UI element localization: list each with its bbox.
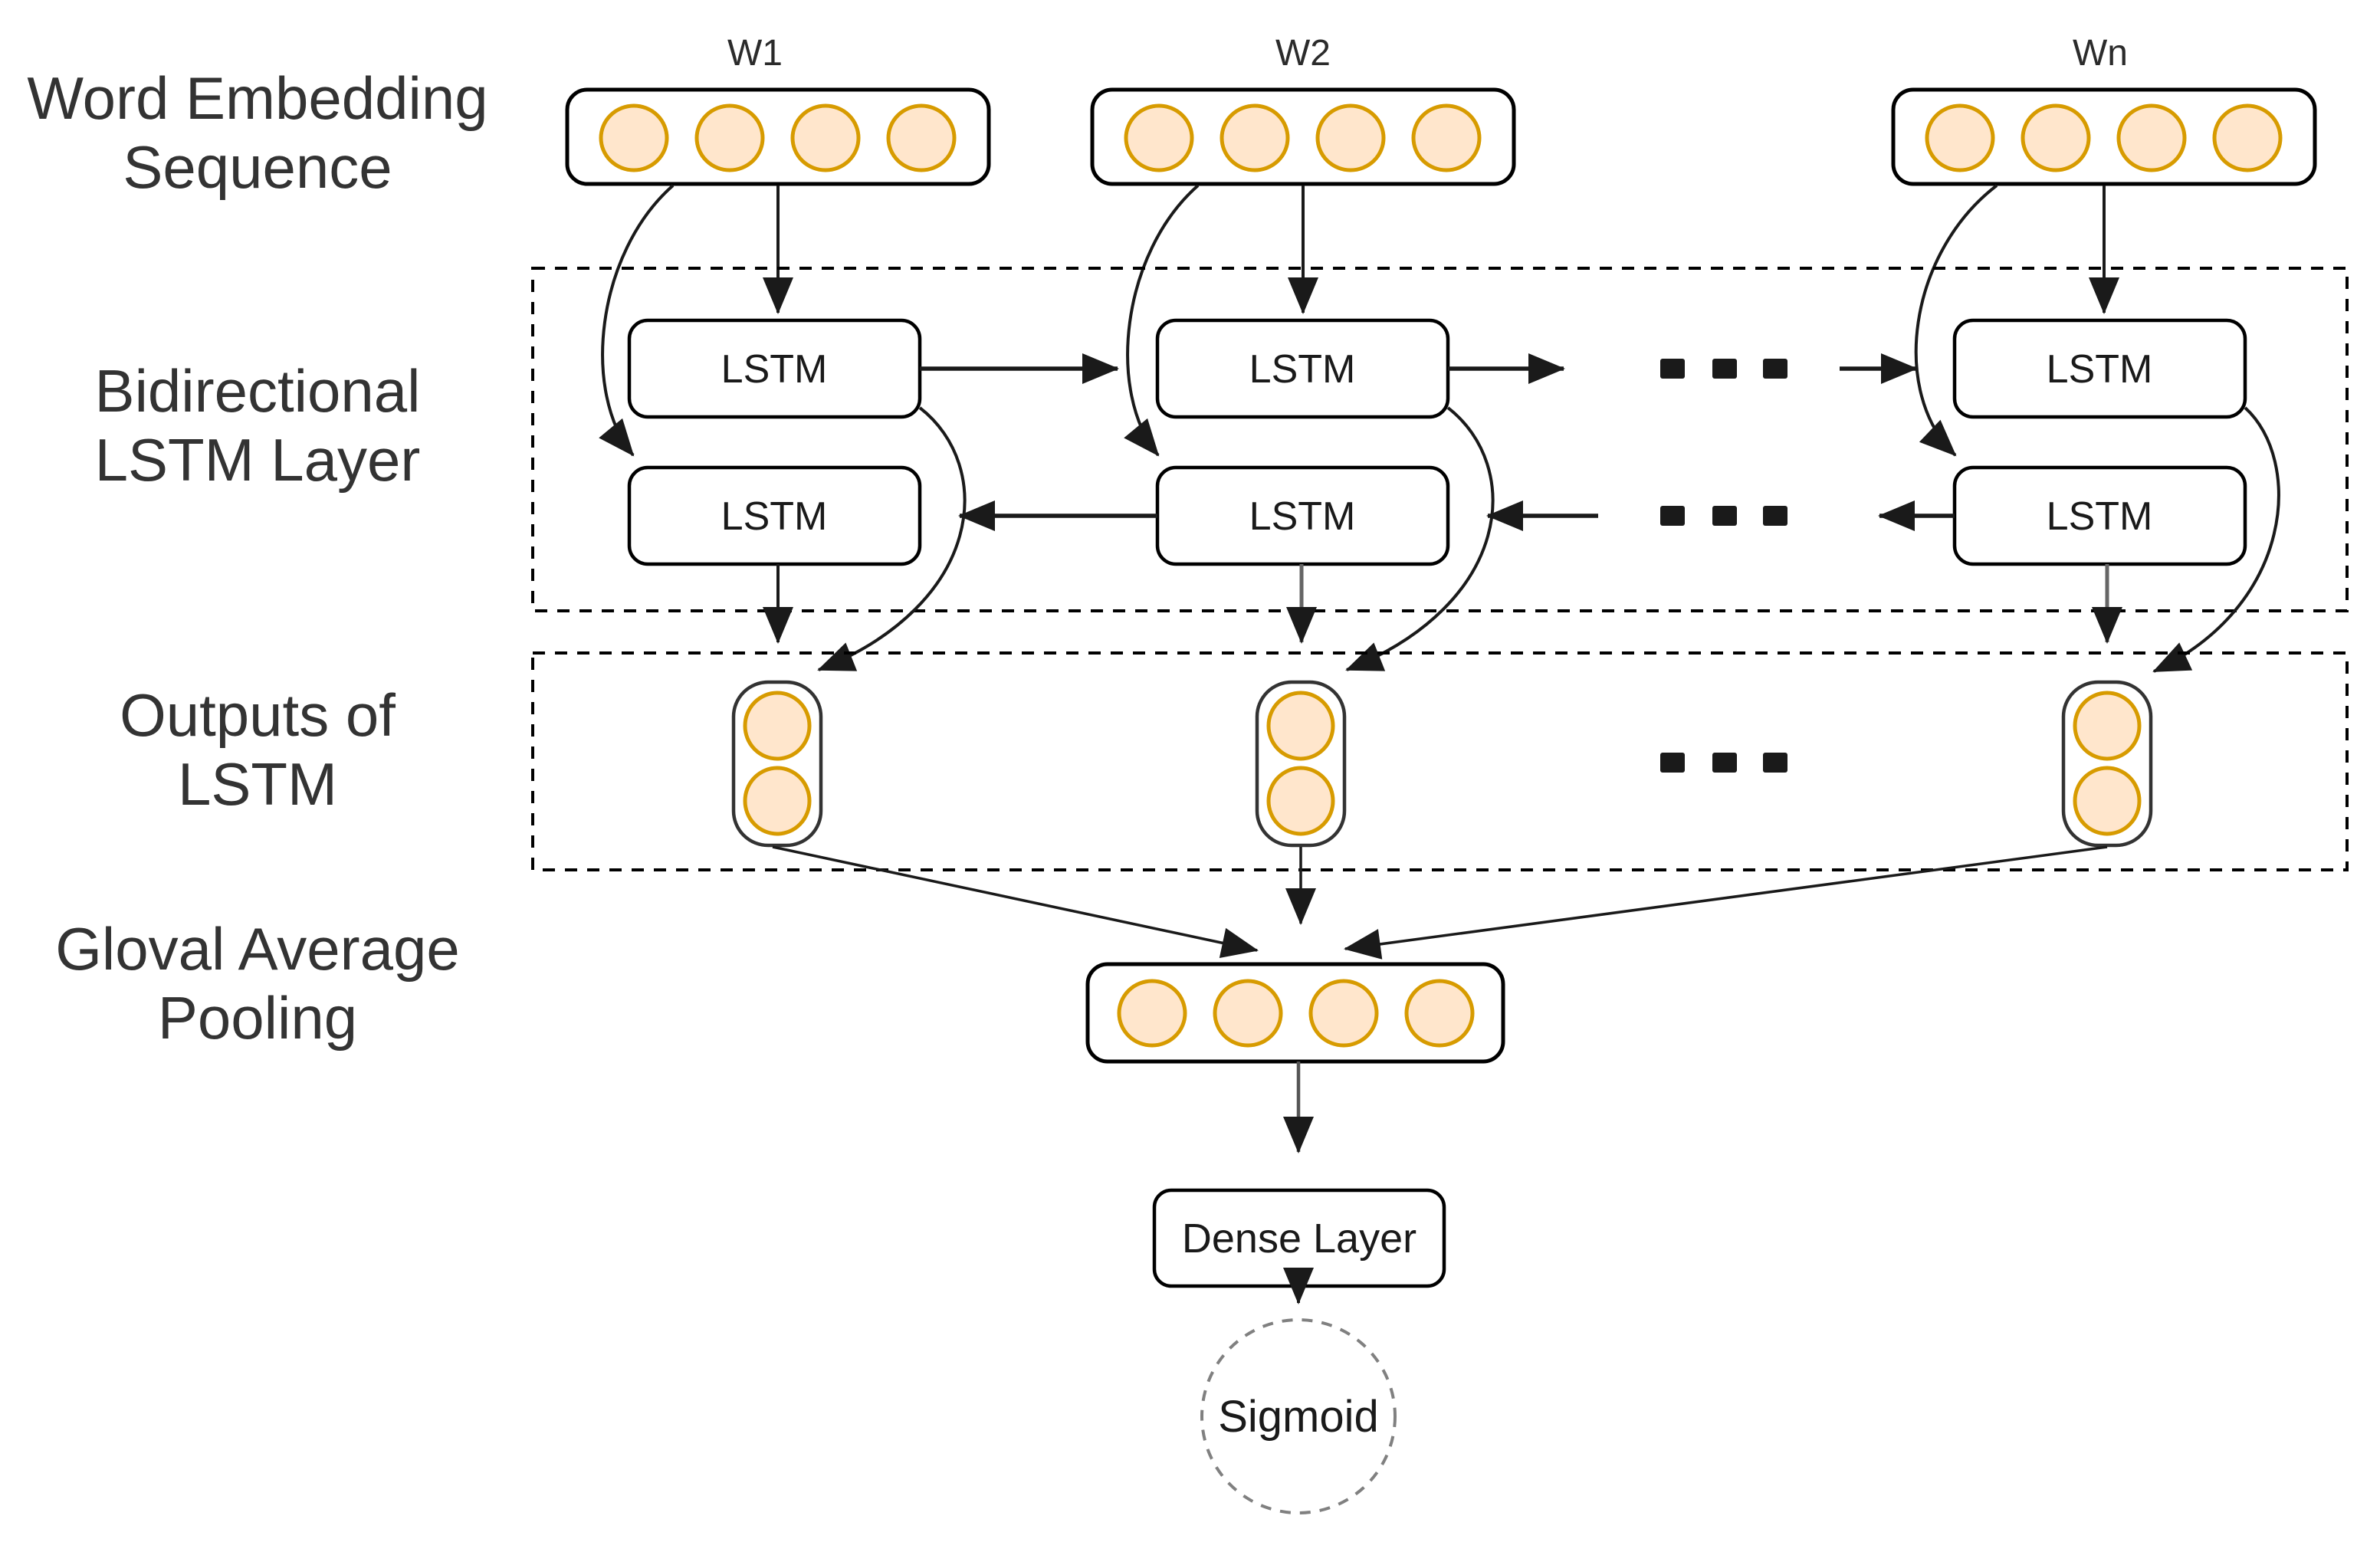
curve-flstm1-to-output1 — [817, 406, 967, 671]
ellipsis-dot — [1763, 753, 1787, 773]
edges-embedding-to-backward — [599, 184, 1998, 457]
embedding-box-wn — [1891, 87, 2317, 186]
label-pooling-line1: Gloval Average — [55, 915, 460, 983]
dense-label: Dense Layer — [1182, 1216, 1417, 1262]
embedding-cell — [886, 103, 957, 172]
label-outputs-line1: Outputs of — [120, 681, 396, 749]
label-pooling-line2: Pooling — [158, 984, 357, 1052]
bidirectional-lstm-layer: LSTM LSTM LSTM LSTM LSTM LSTM — [531, 267, 2349, 612]
curve-flstm2-to-output2 — [1345, 406, 1495, 671]
ellipsis-icon — [1660, 359, 1787, 379]
lstm-label: LSTM — [2047, 494, 2153, 539]
curve-flstmn-to-outputn — [2152, 406, 2280, 673]
curve-w2-to-blstm2 — [1124, 184, 1200, 457]
arrow-outputn-to-pooling — [1344, 845, 2108, 960]
output-cell — [743, 691, 812, 761]
embedding-cell — [694, 103, 765, 172]
embedding-box-w2 — [1090, 87, 1516, 186]
label-bidirectional-line1: Bidirectional — [95, 357, 421, 425]
embedding-cell — [2212, 103, 2283, 172]
ellipsis-dot — [1712, 359, 1737, 379]
embedding-cell — [1315, 103, 1386, 172]
lstm-box-forward-n — [1952, 318, 2247, 419]
ellipsis-icon — [1660, 506, 1787, 526]
output-cell — [743, 766, 812, 836]
sigmoid-label: Sigmoid — [1218, 1392, 1379, 1442]
ellipsis-dot — [1712, 506, 1737, 526]
output-cell — [1266, 691, 1335, 761]
edges-backward-to-outputs — [763, 564, 2122, 644]
embedding-box-w1 — [565, 87, 991, 186]
curve-wn-to-blstmn — [1914, 184, 1998, 457]
pooling-cell — [1404, 979, 1475, 1048]
ellipsis-dot — [1763, 506, 1787, 526]
ellipsis-dot — [1660, 753, 1685, 773]
pooling-layer — [1085, 962, 1505, 1064]
word-label-w1: W1 — [727, 33, 783, 74]
embedding-cell — [790, 103, 861, 172]
lstm-label: LSTM — [1249, 347, 1356, 392]
embedding-cell — [599, 103, 669, 172]
pooling-cell — [1117, 979, 1187, 1048]
arrow-output1-to-pooling — [772, 845, 1259, 958]
word-label-wn: Wn — [2073, 33, 2128, 74]
embedding-cell — [1925, 103, 1995, 172]
label-word-embedding-line2: Sequence — [123, 133, 392, 201]
side-labels: Word Embedding Sequence Bidirectional LS… — [27, 64, 487, 1052]
output-cell — [2073, 691, 2142, 761]
word-embedding-layer: W1 W2 Wn — [565, 33, 2317, 186]
pooling-cell — [1213, 979, 1283, 1048]
sigmoid-node: Sigmoid — [1200, 1318, 1397, 1514]
embedding-cell — [1411, 103, 1482, 172]
label-bidirectional-line2: LSTM Layer — [95, 426, 421, 494]
lstm-label: LSTM — [721, 347, 828, 392]
edges-forward-to-outputs — [817, 406, 2280, 673]
edges-outputs-to-pooling — [772, 845, 2108, 960]
ellipsis-dot — [1660, 359, 1685, 379]
lstm-box-backward-1 — [627, 465, 922, 566]
embedding-cell — [1124, 103, 1194, 172]
ellipsis-dot — [1763, 359, 1787, 379]
curve-w1-to-blstm1 — [599, 184, 675, 457]
label-word-embedding-line1: Word Embedding — [27, 64, 487, 132]
output-cell — [2073, 766, 2142, 836]
lstm-label: LSTM — [1249, 494, 1356, 539]
output-cell — [1266, 766, 1335, 836]
lstm-label: LSTM — [2047, 347, 2153, 392]
ellipsis-dot — [1660, 506, 1685, 526]
ellipsis-icon — [1660, 753, 1787, 773]
outputs-layer-border — [531, 651, 2349, 871]
pooling-cell — [1308, 979, 1379, 1048]
bidirectional-layer-border — [531, 267, 2349, 612]
label-outputs-line2: LSTM — [178, 750, 337, 818]
edges-embedding-to-forward — [763, 185, 2119, 314]
embedding-cell — [2021, 103, 2091, 172]
sigmoid-circle — [1200, 1318, 1397, 1514]
word-label-w2: W2 — [1275, 33, 1331, 74]
embedding-cell — [2116, 103, 2187, 172]
dense-layer: Dense Layer — [1152, 1188, 1446, 1288]
pooling-box — [1085, 962, 1505, 1064]
embedding-cell — [1220, 103, 1290, 172]
outputs-layer — [531, 651, 2349, 871]
lstm-label: LSTM — [721, 494, 828, 539]
ellipsis-dot — [1712, 753, 1737, 773]
